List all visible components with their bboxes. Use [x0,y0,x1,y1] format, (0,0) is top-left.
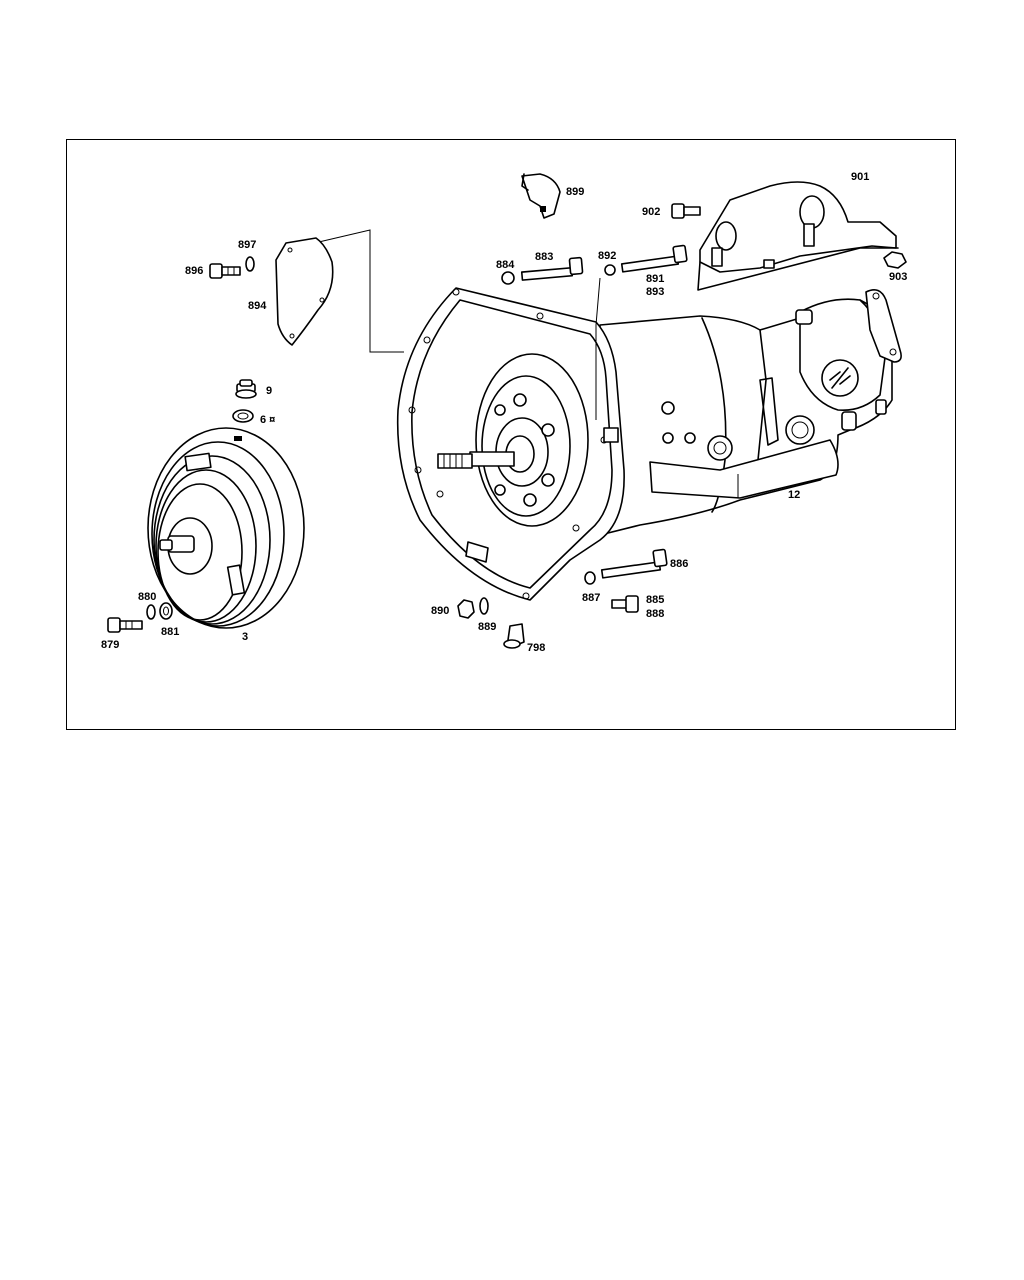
nut-903 [883,251,907,269]
label-9: 9 [266,385,272,397]
label-899: 899 [566,186,584,198]
washer-897 [245,256,255,272]
bolt-885 [611,595,639,613]
washer-880 [146,604,156,620]
label-894: 894 [248,300,267,312]
nut-890 [457,599,475,619]
washer-892 [604,264,616,276]
label-884: 884 [496,259,515,271]
label-6: 6 ¤ [260,414,275,426]
seal-ring-6 [232,409,254,423]
label-889: 889 [478,621,496,633]
cover-plate-894 [275,237,334,346]
label-887: 887 [582,592,600,604]
label-891: 891 [646,273,664,285]
bolt-879 [107,617,143,633]
label-896: 896 [185,265,203,277]
washer-889 [479,597,489,615]
label-897: 897 [238,239,256,251]
bolt-891 [620,244,688,273]
label-901: 901 [851,171,869,183]
mount-901 [697,181,899,291]
label-3: 3 [242,631,248,643]
bolt-902 [671,203,701,219]
leader-line-892 [595,277,601,420]
label-893: 893 [646,286,664,298]
bell-housing [396,287,625,601]
leader-line-894 [305,229,404,353]
label-12: 12 [788,489,800,501]
label-880: 880 [138,591,156,603]
label-890: 890 [431,605,449,617]
pin-798 [503,623,525,649]
label-888: 888 [646,608,664,620]
label-879: 879 [101,639,119,651]
washer-881 [159,602,173,620]
label-886: 886 [670,558,688,570]
bolt-883 [520,256,584,281]
transmission-case [599,289,902,536]
bolt-886 [600,548,668,579]
washer-884 [501,271,515,285]
label-798: 798 [527,642,545,654]
bolt-896 [209,263,241,279]
torque-converter [147,427,305,629]
label-881: 881 [161,626,179,638]
label-903: 903 [889,271,907,283]
washer-887 [584,571,596,585]
label-902: 902 [642,206,660,218]
plug-9 [235,379,257,399]
label-885: 885 [646,594,664,606]
bracket-899 [521,173,561,219]
label-892: 892 [598,250,616,262]
label-883: 883 [535,251,553,263]
